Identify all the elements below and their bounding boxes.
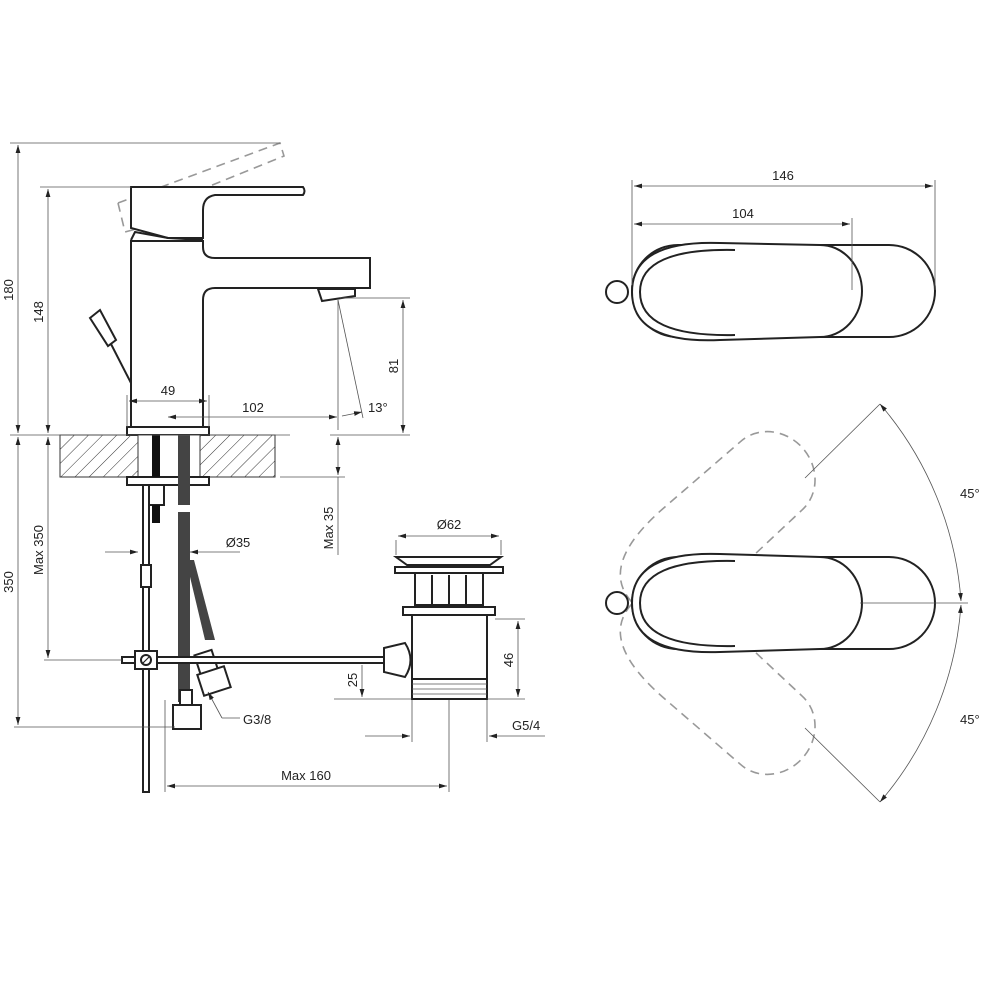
drain-rod-connector [383,641,412,679]
dim-hole-diameter: Ø35 [226,535,251,550]
dim-drain-thread: G5/4 [512,718,540,733]
dim-body-height: 148 [31,301,46,323]
dim-max-counter-depth: Max 350 [31,525,46,575]
extension-line [804,403,881,479]
dim-cap-diameter: Ø62 [437,517,462,532]
top-view: 146 104 [605,168,936,342]
lever-edge [639,602,736,648]
leader-hose-thread [207,691,223,719]
clamp-screw-slot [141,655,151,665]
rotation-view: 45° 45° [605,403,980,803]
angle-arc-down [879,604,963,803]
dim-hose-thread: G3/8 [243,712,271,727]
hose-hot [186,560,215,640]
dim-hose-length: 350 [1,571,16,593]
dim-total-length: 146 [772,168,794,183]
popup-knob-top [605,280,629,304]
dim-max-counter-thickness: Max 35 [321,507,336,550]
popup-knob-rotation [605,591,629,615]
dim-drain-body-height: 46 [501,653,516,667]
drain-body [411,614,488,680]
dim-spout-clearance: 81 [386,359,401,373]
dim-rod-height: 25 [345,673,360,687]
fixing-stud-end [152,505,160,523]
popup-knob [88,308,118,348]
dim-angle-up: 45° [960,486,980,501]
lever-edge [639,291,736,337]
extension-line [804,727,881,803]
dim-spout-angle: 13° [368,400,388,415]
dim-line-spout-angle [341,411,363,417]
dim-lever-length: 104 [732,206,754,221]
lever-outline [630,241,863,342]
hose-nut-cold [172,704,202,730]
hose-cold [178,512,190,702]
aerator [316,288,356,303]
rod-connector [140,564,152,588]
popup-horizontal-rod [121,656,385,664]
drain-cap [392,556,505,566]
fixing-nut [147,484,165,506]
fixing-stud [152,435,160,477]
lever-handle [130,186,306,239]
water-jet-line [337,299,364,419]
cartridge-joint [130,230,204,241]
hose-nut-hot [196,664,232,698]
lever-edge [639,559,736,604]
base-plate [126,426,210,436]
side-view: 180 148 49 102 13° 81 Max 35 Ø35 Max 350… [1,141,450,793]
dim-base-width: 49 [161,383,175,398]
popup-vertical-rod [142,484,150,793]
lever-edge [639,248,736,293]
dim-max-distance: Max 160 [281,768,331,783]
countertop-hole [137,434,201,478]
dim-spout-reach: 102 [242,400,264,415]
popup-rod [110,343,132,384]
dim-angle-down: 45° [960,712,980,727]
drain-assembly: Ø62 46 25 G5/4 [334,517,545,742]
fixing-plate [126,476,210,486]
dim-total-height: 180 [1,279,16,301]
clamp-screw-icon [140,654,152,666]
angle-arc-up [879,403,963,602]
hose-upper [178,435,190,505]
mixer-body [130,240,371,428]
drain-collar [402,606,496,616]
